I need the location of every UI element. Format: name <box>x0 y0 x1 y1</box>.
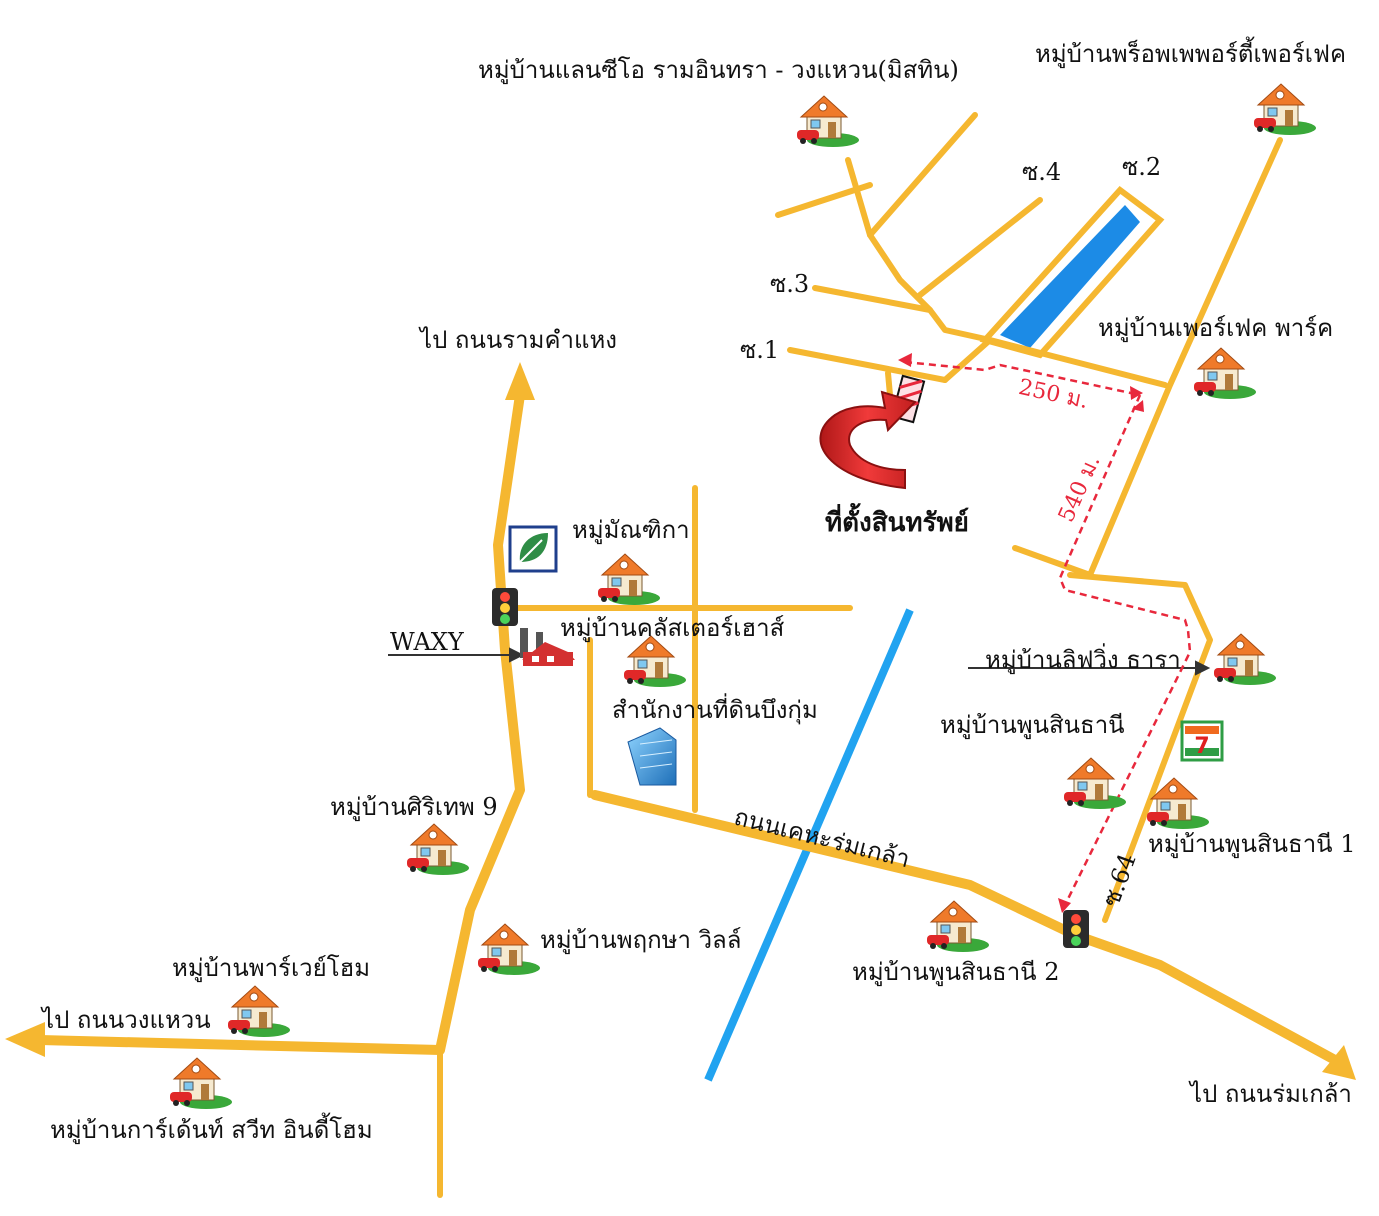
label-village-poonsin-thani: หมู่บ้านพูนสินธานี <box>940 711 1125 739</box>
arrow-to-ramkhamhaeng <box>505 362 535 400</box>
label-village-pruksa: หมู่บ้านพฤกษา วิลล์ <box>540 926 742 954</box>
arrow-to-romklao <box>1322 1045 1356 1080</box>
road-northwest-diag <box>867 112 978 238</box>
label-village-poonsin-2: หมู่บ้านพูนสินธานี 2 <box>852 958 1060 986</box>
label-soi-4: ซ.4 <box>1022 158 1062 186</box>
house-icon <box>1193 347 1257 400</box>
label-to-ramkhamhaeng: ไป ถนนรามคำแหง <box>420 326 618 354</box>
seven-eleven-icon: 7 <box>1180 720 1224 762</box>
traffic-light-icon <box>1063 910 1089 948</box>
house-icon <box>597 553 661 606</box>
road-soi4 <box>917 197 1043 298</box>
minor-roads <box>437 112 1283 1198</box>
house-icon <box>406 823 470 876</box>
label-village-cluster-house: หมู่บ้านคลัสเตอร์เฮาส์ <box>560 614 785 642</box>
road-soi3 <box>812 285 993 343</box>
road-soi64 <box>1067 572 1213 923</box>
label-village-property-perfect: หมู่บ้านพร็อพเพพอร์ตี้เพอร์เฟค <box>1035 40 1347 68</box>
label-soi-3: ซ.3 <box>770 270 810 298</box>
label-to-ringroad: ไป ถนนวงแหวน <box>42 1006 211 1034</box>
house-icon <box>227 985 291 1038</box>
road-village-main <box>845 157 933 313</box>
road-ringroad <box>35 1035 445 1055</box>
label-village-siritep: หมู่บ้านศิริเทพ 9 <box>330 793 498 821</box>
svg-text:7: 7 <box>1194 734 1209 759</box>
house-icon <box>926 900 990 953</box>
label-village-parkway: หมู่บ้านพาร์เวย์โฮม <box>172 954 371 982</box>
arrow-to-ringroad <box>5 1022 45 1057</box>
road-short-west <box>1012 545 1093 578</box>
road-soi1-east <box>942 337 1168 388</box>
road-ramkhamhaeng <box>435 390 525 1055</box>
label-soi-2: ซ.2 <box>1122 153 1162 181</box>
house-icon <box>796 95 860 148</box>
distance-route <box>904 360 1192 906</box>
house-icon <box>1253 83 1317 136</box>
label-land-office: สำนักงานที่ดินบึงกุ่ม <box>612 696 818 724</box>
label-waxy: WAXY <box>390 628 464 656</box>
house-icon <box>1146 777 1210 830</box>
label-village-poonsin-1: หมู่บ้านพูนสินธานี 1 <box>1148 830 1356 858</box>
factory-icon <box>520 628 575 666</box>
label-soi-1: ซ.1 <box>740 336 780 364</box>
office-building-icon <box>627 727 677 786</box>
pointer-arrows <box>388 647 1211 676</box>
house-icon <box>1213 633 1277 686</box>
label-village-living-thara: หมู่บ้านลิฟวิ่ง ธารา <box>985 646 1181 674</box>
label-village-manthika: หมู่มัณฑิกา <box>572 516 690 544</box>
road-east-diagonal <box>1087 137 1283 578</box>
road-village-west <box>775 182 873 218</box>
traffic-light-icon <box>492 588 518 626</box>
distance-arrowheads <box>898 353 1144 913</box>
house-icon <box>477 923 541 976</box>
house-icon <box>1063 757 1127 810</box>
road-spur <box>885 370 893 398</box>
label-village-lanceo: หมู่บ้านแลนซีโอ รามอินทรา - วงแหวน(มิสทิ… <box>478 56 959 84</box>
gas-station-icon <box>508 525 558 573</box>
road-soi1 <box>787 347 948 383</box>
label-property-location: ที่ตั้งสินทรัพย์ <box>825 508 969 538</box>
pond <box>1000 205 1140 348</box>
label-village-garden-sweet: หมู่บ้านการ์เด้นท์ สวีท อินดี้โฮม <box>50 1116 373 1144</box>
label-village-perfect-park: หมู่บ้านเพอร์เฟค พาร์ค <box>1098 314 1334 342</box>
house-icon <box>169 1057 233 1110</box>
curved-arrow-icon <box>819 390 917 490</box>
label-to-romklao: ไป ถนนร่มเกล้า <box>1190 1080 1352 1108</box>
